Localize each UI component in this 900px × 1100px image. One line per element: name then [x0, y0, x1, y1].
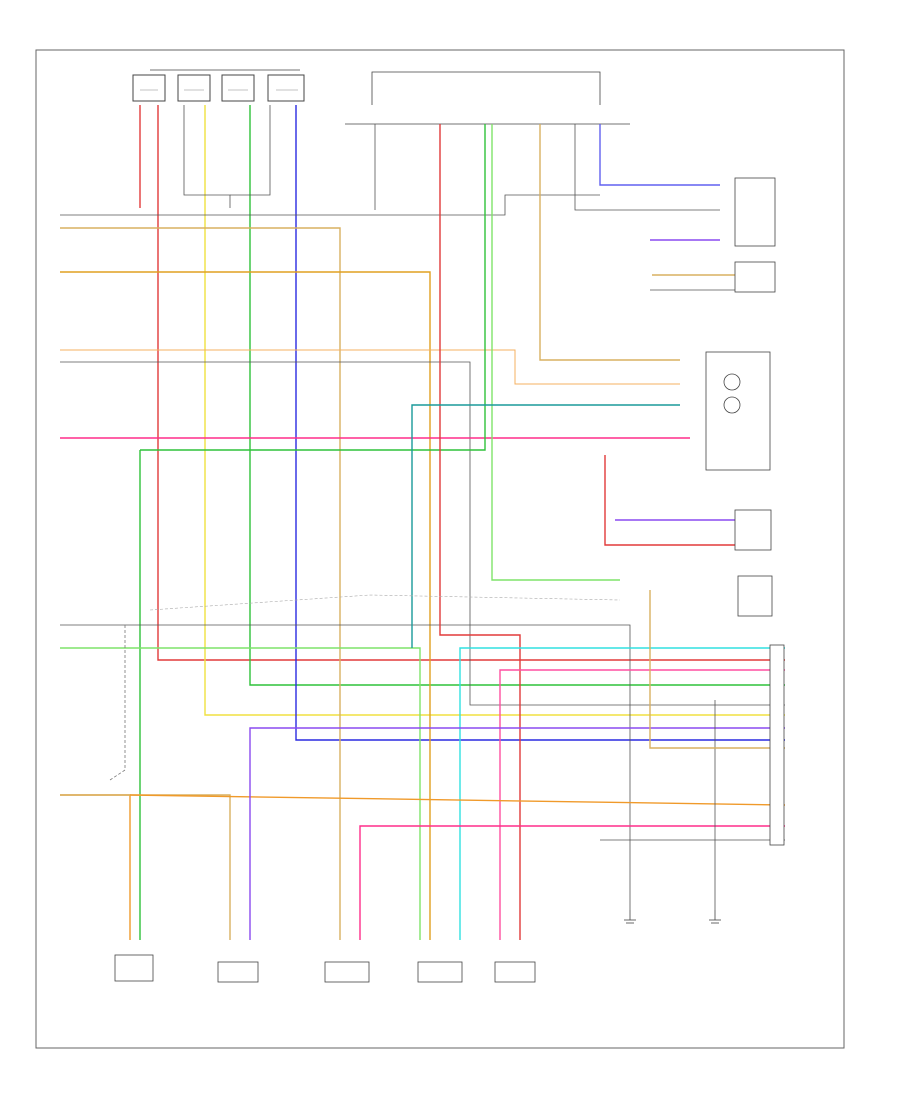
- wire-gray-1: [183, 105, 231, 208]
- wire-green-fuse: [491, 124, 620, 581]
- ground-symbols: [624, 910, 721, 924]
- wire-orange-r: [129, 794, 786, 806]
- wires: [60, 105, 786, 940]
- bottom-sensor-1: [114, 954, 154, 982]
- wire-pink-2: [499, 669, 785, 940]
- relay-connector-4: [267, 74, 305, 102]
- switch-component-2: [734, 261, 776, 293]
- wire-pink-low: [359, 825, 785, 940]
- wire-tan-fuse: [539, 124, 680, 361]
- wire-gray-2: [230, 105, 271, 196]
- gauge-1: [723, 373, 741, 391]
- wire-red-fuse: [439, 124, 521, 940]
- shield-dashed-2: [149, 594, 621, 611]
- wire-green-lower: [60, 647, 421, 940]
- relay-connector-2: [177, 74, 211, 102]
- bottom-sensor-3: [324, 961, 370, 983]
- wire-red-2: [157, 105, 785, 661]
- relay-connector-1: [132, 74, 166, 102]
- relay-connector-3: [221, 74, 255, 102]
- bottom-sensor-4: [417, 961, 463, 983]
- connector-component: [737, 575, 773, 617]
- wire-blue-1: [295, 105, 785, 741]
- wire-yellow-1: [204, 105, 785, 716]
- gauge-2: [723, 396, 741, 414]
- wire-gray-mid: [60, 361, 785, 706]
- wire-cyan-1: [459, 647, 785, 940]
- components-bottom: [114, 954, 536, 983]
- wire-orange-2: [60, 349, 680, 385]
- wire-teal-1: [411, 404, 680, 648]
- pcm-connector-strip: [769, 644, 785, 846]
- wire-gray-fuse-2: [574, 124, 720, 211]
- wire-tan-low: [60, 794, 231, 940]
- wire-green-long: [140, 124, 486, 451]
- wire-orange-low: [60, 794, 131, 940]
- wire-orange-1: [60, 271, 431, 940]
- fuse-block: [345, 71, 630, 125]
- sensor-component: [734, 509, 772, 551]
- wire-violet-low: [249, 727, 785, 940]
- wire-red-r: [604, 455, 735, 546]
- wire-blue-fuse: [599, 124, 720, 186]
- wire-green-1: [249, 105, 785, 686]
- wire-gray-top: [60, 194, 600, 216]
- bottom-sensor-5: [494, 961, 536, 983]
- wire-gray-lower: [60, 624, 631, 910]
- bottom-sensor-2: [217, 961, 259, 983]
- wire-tan-1: [60, 227, 341, 940]
- components-right: [705, 177, 785, 846]
- shield-dashed: [109, 625, 126, 781]
- diagram-frame: [35, 49, 845, 1049]
- wire-tan-r: [649, 590, 785, 749]
- switch-component-1: [734, 177, 776, 247]
- instrument-cluster: [705, 351, 771, 471]
- relay-block: [132, 69, 305, 102]
